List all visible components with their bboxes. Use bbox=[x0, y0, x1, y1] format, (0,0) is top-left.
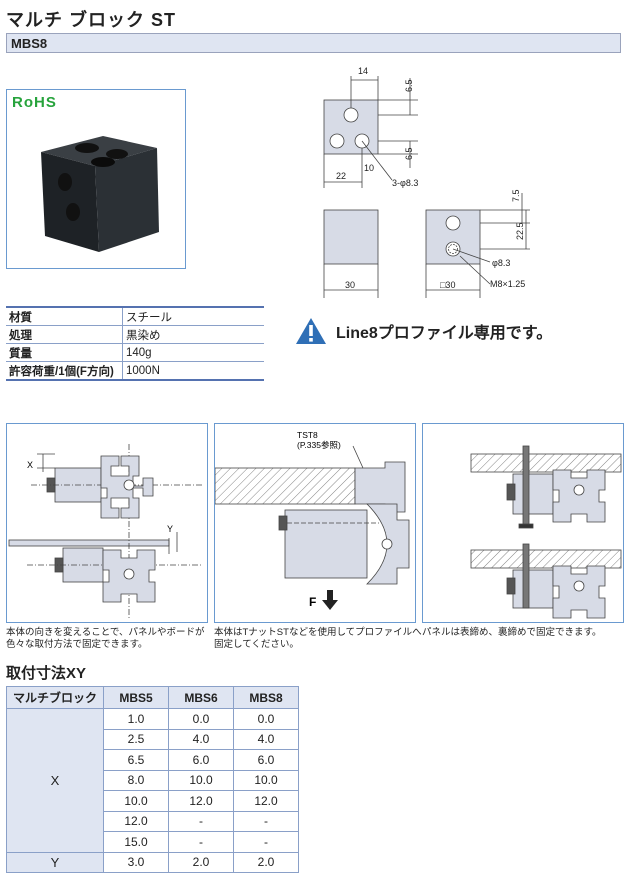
dim-right-bottom: 6.5 bbox=[404, 147, 414, 160]
y-row-label: Y bbox=[6, 851, 104, 873]
table-row: 12.0-- bbox=[7, 810, 299, 832]
dim-side-height: 22.5 bbox=[515, 222, 525, 240]
caption-2-line-1: 本体はTナットSTなどを使用してプロファイルへ bbox=[214, 627, 422, 638]
cell: 15.0 bbox=[103, 831, 169, 853]
xy-header-mbs6: MBS6 bbox=[168, 686, 234, 709]
cell: 1.0 bbox=[103, 708, 169, 730]
cell: 6.0 bbox=[168, 749, 234, 771]
product-photo-frame: RoHS bbox=[6, 89, 186, 269]
cell: 10.0 bbox=[233, 769, 299, 791]
page-title: マルチ ブロック ST bbox=[6, 10, 177, 30]
cell: 4.0 bbox=[168, 728, 234, 750]
tst-ref: (P.335参照) bbox=[297, 440, 341, 450]
mount-diagram-1: X Y bbox=[8, 444, 203, 620]
dim-front-width: 30 bbox=[345, 280, 355, 290]
cell: 4.0 bbox=[233, 728, 299, 750]
dim-top-width: 14 bbox=[358, 66, 368, 76]
cell: - bbox=[233, 810, 299, 832]
cell: 12.0 bbox=[168, 790, 234, 812]
dim-side-top: 7.5 bbox=[511, 189, 521, 202]
spec-value: 黒染め bbox=[122, 325, 264, 344]
notice: Line8プロファイル専用です。 bbox=[294, 316, 552, 346]
label-y: Y bbox=[167, 524, 173, 534]
spec-value: スチール bbox=[122, 306, 264, 326]
force-arrow-icon bbox=[322, 590, 338, 610]
rohs-badge: RoHS bbox=[12, 94, 57, 111]
mount-diagram-3 bbox=[470, 445, 622, 619]
mount-diagram-2: TST8 (P.335参照) F bbox=[214, 430, 410, 610]
spec-label: 材質 bbox=[6, 306, 123, 326]
dim-center: 10 bbox=[364, 163, 374, 173]
dim-side-square: □30 bbox=[440, 280, 455, 290]
cell: - bbox=[233, 831, 299, 853]
caption-3: パネルは表締め、裏締めで固定できます。 bbox=[422, 627, 627, 639]
cell: 6.5 bbox=[103, 749, 169, 771]
spec-label: 処理 bbox=[6, 325, 123, 344]
cell: 2.0 bbox=[233, 851, 299, 873]
dimension-drawing: 14 6.5 6.5 10 22 3-φ8.3 7.5 22.5 φ8.3 30… bbox=[323, 66, 530, 298]
cell: - bbox=[168, 810, 234, 832]
spec-value: 140g bbox=[122, 343, 264, 362]
xy-header-row: マルチブロック MBS5 MBS6 MBS8 bbox=[6, 686, 299, 709]
dim-right-top: 6.5 bbox=[404, 79, 414, 92]
caption-1: 本体の向きを変えることで、パネルやボードが 色々な取付方法で固定できます。 bbox=[6, 627, 216, 651]
cell: 6.0 bbox=[233, 749, 299, 771]
caption-1-line-2: 色々な取付方法で固定できます。 bbox=[6, 639, 148, 650]
cell: 2.0 bbox=[168, 851, 234, 873]
caption-2-line-2: 固定してください。 bbox=[214, 639, 299, 650]
caption-1-line-1: 本体の向きを変えることで、パネルやボードが bbox=[6, 627, 205, 638]
xy-header-mbs5: MBS5 bbox=[103, 686, 169, 709]
mount-panel-2: TST8 (P.335参照) F bbox=[214, 423, 416, 623]
cell: 8.0 bbox=[103, 769, 169, 791]
x-row-label: X bbox=[6, 708, 104, 853]
spec-row: 材質スチール bbox=[6, 306, 264, 326]
xy-header-block: マルチブロック bbox=[6, 686, 104, 709]
cell: 12.0 bbox=[103, 810, 169, 832]
label-x: X bbox=[27, 460, 33, 470]
dim-bottom-width: 22 bbox=[336, 171, 346, 181]
warning-icon bbox=[296, 318, 326, 344]
model-bar: MBS8 bbox=[6, 33, 621, 53]
caption-2: 本体はTナットSTなどを使用してプロファイルへ 固定してください。 bbox=[214, 627, 424, 651]
notice-text: Line8プロファイル専用です。 bbox=[336, 325, 553, 342]
caption-3-line-1: パネルは表締め、裏締めで固定できます。 bbox=[422, 627, 602, 638]
spec-label: 許容荷重/1個(F方向) bbox=[6, 361, 123, 381]
spec-label: 質量 bbox=[6, 343, 123, 362]
spec-row: 処理黒染め bbox=[6, 325, 264, 344]
cell: 2.5 bbox=[103, 728, 169, 750]
spec-value: 1000N bbox=[122, 361, 264, 381]
cell: - bbox=[168, 831, 234, 853]
model-name: MBS8 bbox=[11, 36, 48, 51]
mount-panel-3 bbox=[422, 423, 624, 623]
xy-heading: 取付寸法XY bbox=[6, 665, 87, 682]
spec-row: 許容荷重/1個(F方向)1000N bbox=[6, 361, 264, 381]
mount-panel-1: X Y bbox=[6, 423, 208, 623]
thread-note: M8×1.25 bbox=[490, 279, 525, 289]
cell: 10.0 bbox=[168, 769, 234, 791]
cell: 10.0 bbox=[103, 790, 169, 812]
cell: 3.0 bbox=[103, 851, 169, 873]
tst-label: TST8 bbox=[297, 430, 318, 440]
hole-side: φ8.3 bbox=[492, 258, 510, 268]
block-photo-icon bbox=[41, 136, 159, 252]
cell: 12.0 bbox=[233, 790, 299, 812]
force-label: F bbox=[309, 595, 316, 609]
cell: 0.0 bbox=[233, 708, 299, 730]
cell: 0.0 bbox=[168, 708, 234, 730]
xy-header-mbs8: MBS8 bbox=[233, 686, 299, 709]
hole-note: 3-φ8.3 bbox=[392, 178, 418, 188]
